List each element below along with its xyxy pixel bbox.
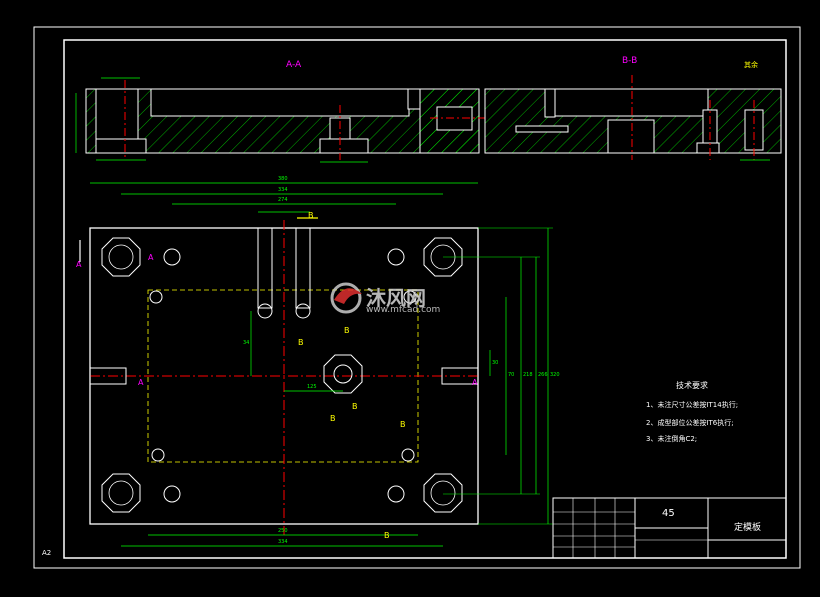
runner-end	[257, 303, 273, 319]
screw-hole	[387, 485, 405, 503]
section-b-b-pocket	[553, 88, 709, 117]
dim-screw-height: 218	[523, 372, 533, 378]
guide-bush-hole	[101, 237, 141, 277]
section-b-b-view	[484, 75, 782, 161]
section-mark-b-1: B	[344, 326, 350, 335]
dim-center-offset: 30	[492, 360, 499, 366]
section-mark-b-5: B	[400, 420, 406, 429]
dim-cavity-width: 250	[278, 528, 288, 534]
sprue-bushing-bore	[333, 364, 353, 384]
section-a-a-title: A-A	[286, 60, 302, 70]
inner-sheet-border	[63, 39, 787, 559]
runner-end	[295, 303, 311, 319]
dim-runner-depth: 34	[243, 340, 250, 346]
sprue-bushing-octagon	[323, 354, 363, 394]
section-a-a-small-step	[407, 88, 421, 110]
section-a-a-pocket	[150, 88, 410, 117]
dim-guide-spacing: 334	[278, 187, 288, 193]
section-mark-a-right: A	[472, 378, 478, 387]
guide-bush-bore	[430, 480, 456, 506]
section-b-b-title: B-B	[622, 56, 638, 66]
screw-hole	[387, 248, 405, 266]
plan-view	[79, 182, 553, 547]
dim-overall-width: 380	[278, 176, 288, 182]
section-b-b-slot	[544, 88, 556, 118]
watermark-brand: 沐风网	[366, 286, 426, 310]
section-mark-a-mid-left: A	[148, 253, 154, 262]
outer-sheet-border	[33, 26, 801, 569]
section-mark-a-left: A	[76, 260, 82, 269]
runner-right	[295, 227, 311, 309]
watermark-logo-ring	[330, 282, 362, 314]
dim-sprue-offset: 125	[307, 384, 317, 390]
guide-bush-hole	[423, 237, 463, 277]
side-pin-right	[441, 367, 479, 385]
section-a-a-guide-bore	[95, 88, 139, 140]
sheet-size-label: A2	[42, 549, 52, 557]
tech-requirement-item-3: 3、未注倒角C2;	[646, 435, 698, 443]
section-mark-b-3: B	[330, 414, 336, 423]
screw-hole	[163, 248, 181, 266]
guide-bush-hole	[423, 473, 463, 513]
dim-overall-height: 320	[550, 372, 560, 378]
guide-bush-bore	[108, 244, 134, 270]
title-block	[552, 497, 787, 559]
pin-hole	[151, 448, 165, 462]
side-pin-left	[89, 367, 127, 385]
roughness-note: 其余	[744, 61, 758, 69]
title-block-material: 45	[662, 508, 675, 519]
runner-left	[257, 227, 273, 309]
dim-pin-height: 70	[508, 372, 515, 378]
pin-hole	[149, 290, 163, 304]
dim-screw-spacing: 274	[278, 197, 288, 203]
guide-bush-hole	[101, 473, 141, 513]
title-block-frame	[552, 497, 787, 559]
section-b-b-right-counterbore	[696, 142, 720, 154]
screw-hole	[163, 485, 181, 503]
section-mark-b-4: B	[352, 402, 358, 411]
watermark-logo-swoosh	[334, 288, 362, 304]
section-a-a-view	[75, 77, 485, 163]
watermark-logo	[330, 282, 362, 314]
section-b-b-channel	[515, 125, 569, 133]
section-b-b-bottom-relief	[607, 119, 655, 154]
section-mark-a-center: A	[138, 378, 144, 387]
tech-requirements-title: 技术要求	[676, 381, 708, 390]
tech-requirement-item-2: 2、成型部位公差按IT6执行;	[646, 419, 734, 427]
title-block-part-name: 定模板	[734, 523, 762, 533]
guide-bush-bore	[108, 480, 134, 506]
section-a-a-guide-flange	[95, 138, 147, 154]
pin-hole	[403, 290, 417, 304]
section-mark-b-6: B	[384, 531, 390, 540]
dim-guide-height: 266	[538, 372, 548, 378]
dim-guide-bottom: 334	[278, 539, 288, 545]
section-a-a-bottom-counterbore	[319, 138, 369, 154]
pin-hole	[401, 448, 415, 462]
watermark-url: www.mfcad.com	[366, 305, 441, 315]
tech-requirement-item-1: 1、未注尺寸公差按IT14执行;	[646, 401, 739, 409]
section-mark-b-2: B	[298, 338, 304, 347]
section-mark-b-top: B	[308, 211, 314, 220]
